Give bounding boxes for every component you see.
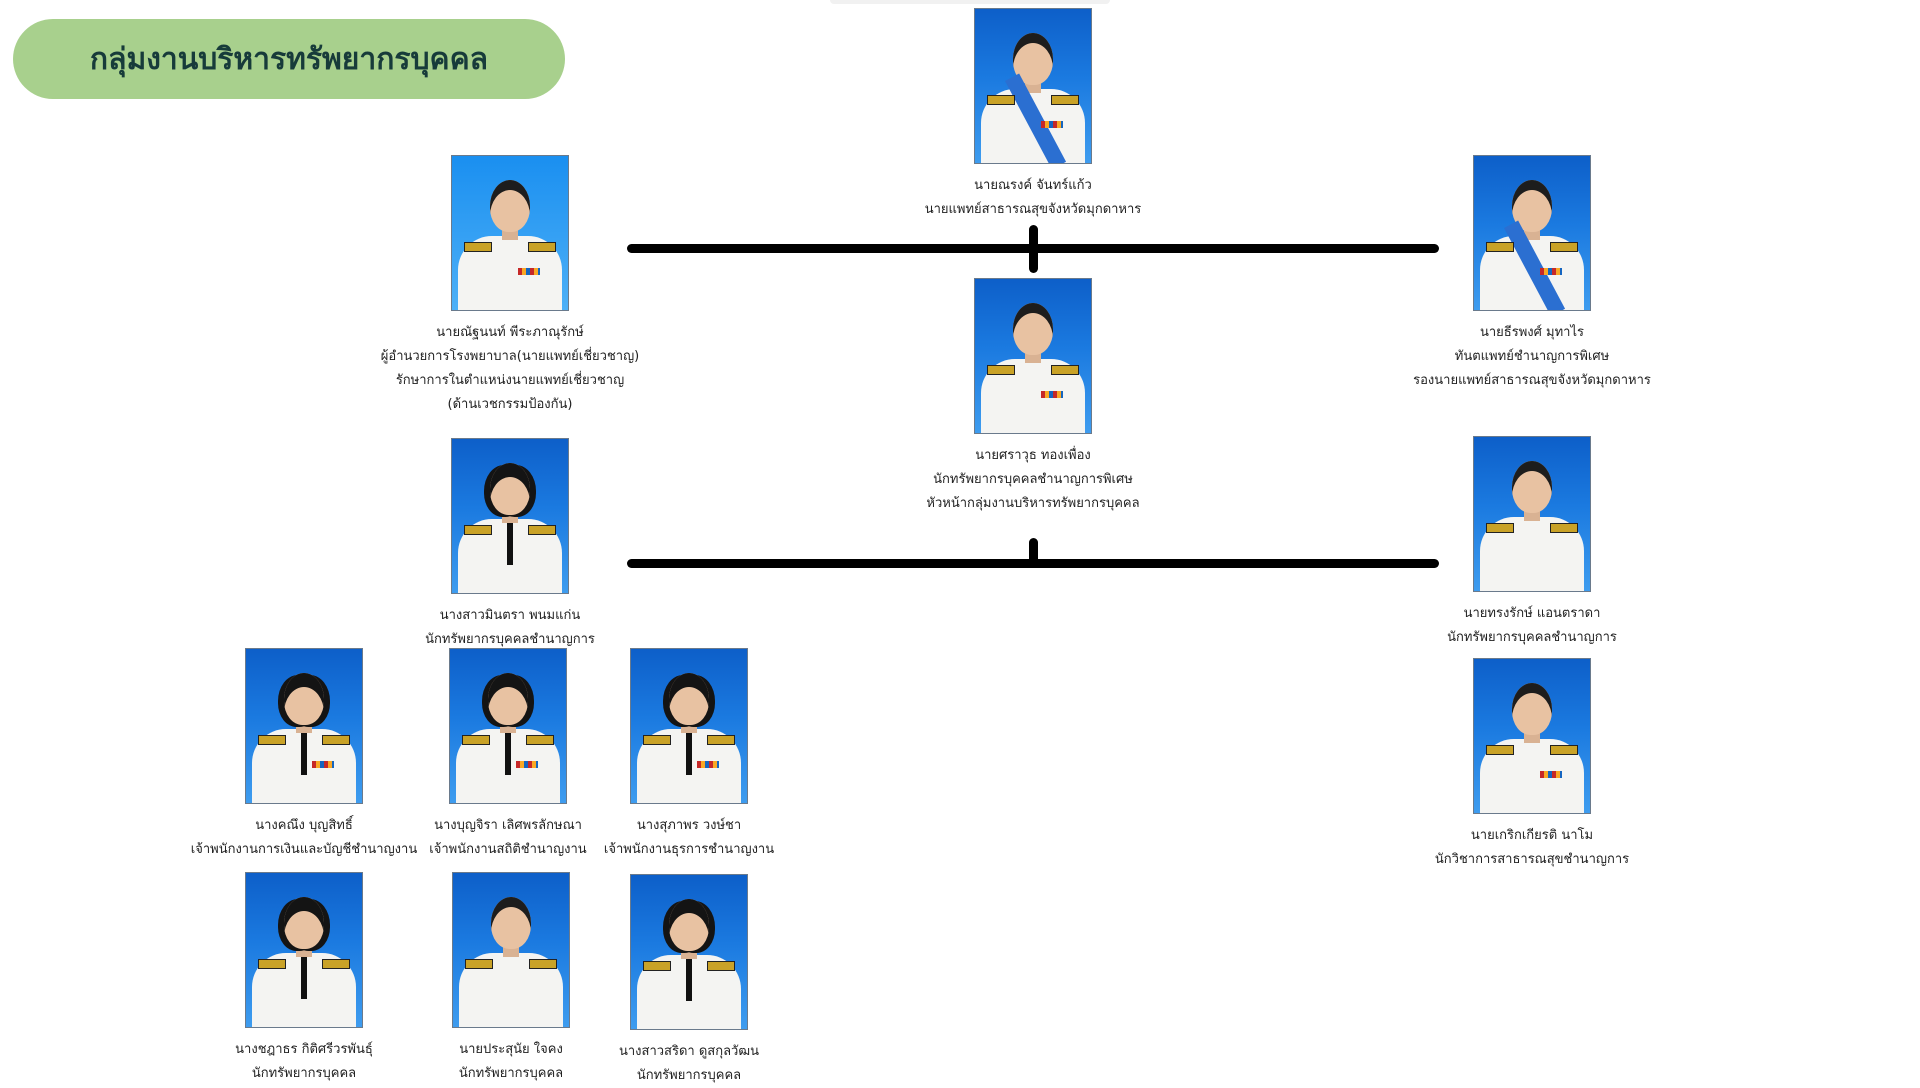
page-title: กลุ่มงานบริหารทรัพยากรบุคคล (13, 19, 565, 99)
person-role: รักษาการในตำแหน่งนายแพทย์เชี่ยวชาญ (395, 373, 625, 388)
portrait-photo (1473, 436, 1591, 592)
person-card-staff: นางสาวสริดา ดูสกุลวัฒน นักทรัพยากรบุคคล (539, 874, 839, 1088)
person-role: ทันตแพทย์ชำนาญการพิเศษ (1454, 349, 1610, 364)
person-name: นายณัฐนนท์ พีระภาณุรักษ์ (436, 325, 584, 340)
portrait-photo (451, 438, 569, 594)
person-name: นายประสุนัย ใจคง (459, 1042, 563, 1057)
person-card-deputy-left: นายณัฐนนท์ พีระภาณุรักษ์ ผู้อำนวยการโรงพ… (360, 155, 660, 417)
portrait-photo (451, 155, 569, 311)
portrait-photo (974, 278, 1092, 434)
person-role: นักทรัพยากรบุคคล (251, 1066, 357, 1081)
person-card-deputy-right: นายธีรพงศ์ มุทาไร ทันตแพทย์ชำนาญการพิเศษ… (1382, 155, 1682, 393)
person-card-left-lead: นางสาวมินตรา พนมแก่น นักทรัพยากรบุคคลชำน… (360, 438, 660, 652)
person-card-group-head: นายศราวุธ ทองเพื่อง นักทรัพยากรบุคคลชำนา… (883, 278, 1183, 516)
portrait-photo (630, 648, 748, 804)
person-card-right-lead: นายทรงรักษ์ แอนตราดา นักทรัพยากรบุคคลชำน… (1382, 436, 1682, 650)
person-card-staff: นายประสุนัย ใจคง นักทรัพยากรบุคคล (361, 872, 661, 1086)
person-name: นางคณึง บุญสิทธิ์ (255, 818, 353, 833)
person-role: เจ้าพนักงานสถิติชำนาญงาน (429, 842, 587, 857)
portrait-photo (630, 874, 748, 1030)
person-card-chief: นายณรงค์ จันทร์แก้ว นายแพทย์สาธารณสุขจัง… (883, 8, 1183, 222)
connector-upper-vertical (1029, 225, 1038, 273)
person-card-staff: นายเกริกเกียรติ นาโม นักวิชาการสาธารณสุข… (1382, 658, 1682, 872)
person-role: นักทรัพยากรบุคคลชำนาญการ (425, 632, 595, 647)
person-name: นายทรงรักษ์ แอนตราดา (1463, 606, 1601, 621)
person-role: นักทรัพยากรบุคคลชำนาญการพิเศษ (933, 472, 1133, 487)
portrait-photo (1473, 658, 1591, 814)
person-role: นักทรัพยากรบุคคลชำนาญการ (1447, 630, 1617, 645)
person-name: นายเกริกเกียรติ นาโม (1470, 828, 1594, 843)
person-role: รองนายแพทย์สาธารณสุขจังหวัดมุกดาหาร (1413, 373, 1651, 388)
portrait-photo (245, 872, 363, 1028)
person-role: หัวหน้ากลุ่มงานบริหารทรัพยากรบุคคล (926, 496, 1140, 511)
person-card-staff: นางสุภาพร วงษ์ชา เจ้าพนักงานธุรการชำนาญง… (539, 648, 839, 862)
person-name: นายณรงค์ จันทร์แก้ว (974, 178, 1092, 193)
person-name: นายธีรพงศ์ มุทาไร (1480, 325, 1584, 340)
person-name: นางสาวสริดา ดูสกุลวัฒน (618, 1044, 759, 1059)
person-name: นายศราวุธ ทองเพื่อง (975, 448, 1091, 463)
person-role: นักทรัพยากรบุคคล (636, 1068, 742, 1083)
person-role: นักวิชาการสาธารณสุขชำนาญการ (1434, 852, 1630, 867)
person-name: นางสุภาพร วงษ์ชา (636, 818, 742, 833)
person-name: นางบุญจิรา เลิศพรลักษณา (434, 818, 582, 833)
person-role: เจ้าพนักงานธุรการชำนาญงาน (603, 842, 775, 857)
connector-lower-vertical (1029, 538, 1038, 564)
portrait-photo (974, 8, 1092, 164)
person-name: นางชฎาธร กิติศรีวรพันธุ์ (235, 1042, 373, 1057)
portrait-photo (1473, 155, 1591, 311)
person-role: เจ้าพนักงานการเงินและบัญชีชำนาญงาน (190, 842, 418, 857)
top-strip (830, 0, 1110, 4)
portrait-photo (449, 648, 567, 804)
person-role: ผู้อำนวยการโรงพยาบาล(นายแพทย์เชี่ยวชาญ) (380, 349, 640, 364)
person-card-staff: นางบุญจิรา เลิศพรลักษณา เจ้าพนักงานสถิติ… (358, 648, 658, 862)
person-role: นักทรัพยากรบุคคล (458, 1066, 564, 1081)
portrait-photo (245, 648, 363, 804)
portrait-photo (452, 872, 570, 1028)
person-role: นายแพทย์สาธารณสุขจังหวัดมุกดาหาร (924, 202, 1142, 217)
person-name: นางสาวมินตรา พนมแก่น (439, 608, 581, 623)
person-role: (ด้านเวชกรรมป้องกัน) (447, 397, 573, 412)
person-card-staff: นางคณึง บุญสิทธิ์ เจ้าพนักงานการเงินและบ… (154, 648, 454, 862)
person-card-staff: นางชฎาธร กิติศรีวรพันธุ์ นักทรัพยากรบุคค… (154, 872, 454, 1086)
